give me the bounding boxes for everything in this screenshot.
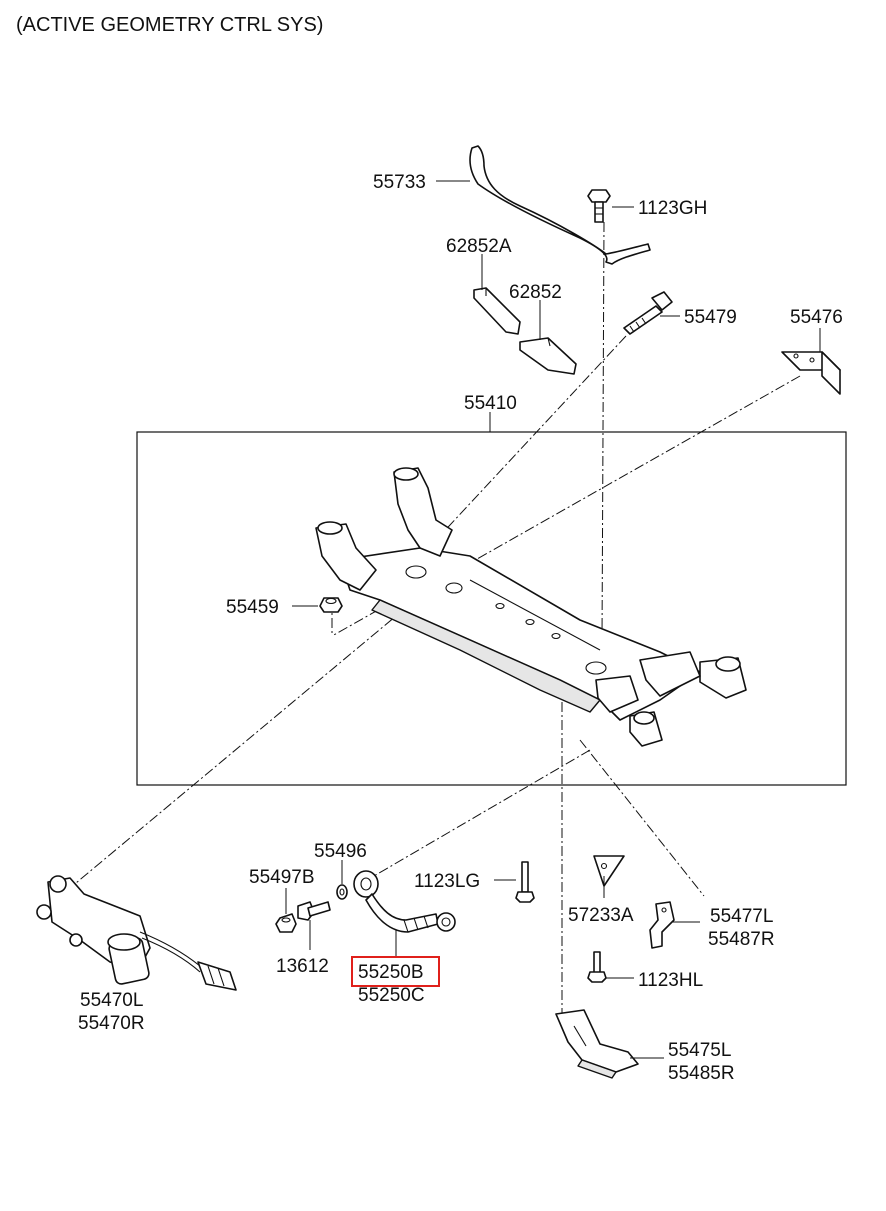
label-55475L[interactable]: 55475L <box>668 1040 731 1061</box>
label-55459[interactable]: 55459 <box>226 597 279 618</box>
label-55479[interactable]: 55479 <box>684 307 737 328</box>
nut-55497B <box>275 913 297 933</box>
label-55485R[interactable]: 55485R <box>668 1063 735 1084</box>
pad-62852 <box>519 337 577 375</box>
label-13612[interactable]: 13612 <box>276 956 329 977</box>
label-55250B[interactable]: 55250B <box>358 962 424 983</box>
label-55470R[interactable]: 55470R <box>78 1013 145 1034</box>
label-1123LG[interactable]: 1123LG <box>414 871 480 892</box>
label-55497B[interactable]: 55497B <box>249 867 315 888</box>
label-55410[interactable]: 55410 <box>464 393 517 414</box>
bolt-55479 <box>623 291 673 335</box>
nut-55459 <box>319 597 343 613</box>
label-55733[interactable]: 55733 <box>373 172 426 193</box>
label-62852A[interactable]: 62852A <box>446 236 512 257</box>
bracket-55475L <box>555 1009 639 1079</box>
label-55470L[interactable]: 55470L <box>80 990 143 1011</box>
bolt-1123HL <box>587 951 607 983</box>
bolt-13612 <box>297 901 331 921</box>
bracket-57233A <box>593 855 625 887</box>
label-1123HL[interactable]: 1123HL <box>638 970 703 991</box>
leader-lines <box>285 180 821 1059</box>
label-55477L[interactable]: 55477L <box>710 906 773 927</box>
stabilizer-bar-55733 <box>469 145 651 265</box>
bracket-55477L <box>649 901 675 949</box>
washer-55496 <box>336 884 348 900</box>
label-55250C[interactable]: 55250C <box>358 985 425 1006</box>
diagram-title: (ACTIVE GEOMETRY CTRL SYS) <box>16 14 323 36</box>
bolt-1123GH <box>587 189 611 223</box>
label-1123GH[interactable]: 1123GH <box>638 198 707 219</box>
part-labels: 55733 1123GH 62852A 62852 55479 55476 55… <box>78 172 843 1084</box>
label-55476[interactable]: 55476 <box>790 307 843 328</box>
link-55250B <box>353 870 456 933</box>
bolt-1123LG <box>515 861 535 903</box>
bracket-55476 <box>781 351 841 395</box>
crossmember-frame-box <box>136 431 847 786</box>
label-55487R[interactable]: 55487R <box>708 929 775 950</box>
crossmember-55410 <box>315 467 747 747</box>
label-62852[interactable]: 62852 <box>509 282 562 303</box>
highlight-box-55250B <box>351 956 440 987</box>
label-55496[interactable]: 55496 <box>314 841 367 862</box>
actuator-55470 <box>36 875 237 991</box>
pad-62852A <box>473 287 521 335</box>
connection-lines <box>69 221 801 1020</box>
label-57233A[interactable]: 57233A <box>568 905 634 926</box>
